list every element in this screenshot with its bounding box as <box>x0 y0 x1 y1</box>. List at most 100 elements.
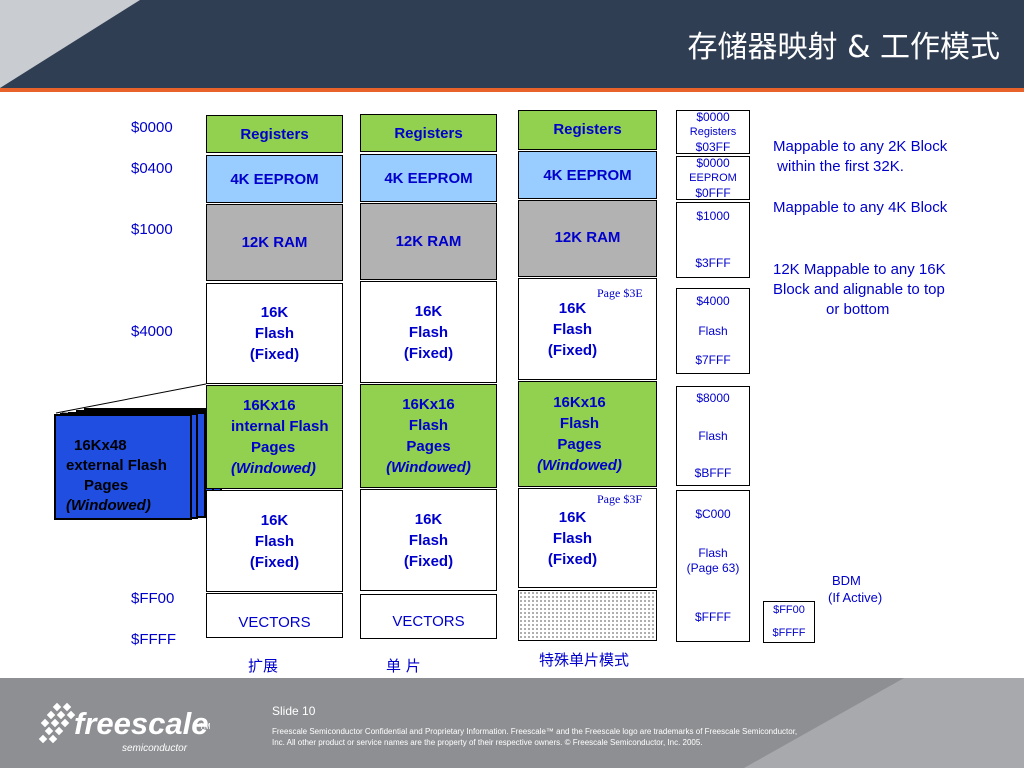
external-flash-pages: 16Kx48 external Flash Pages (Windowed) <box>54 414 192 520</box>
paged-pages: Pages <box>557 436 602 453</box>
title-accent-stripe <box>0 88 1024 92</box>
col3-eeprom: 4K EEPROM <box>518 151 657 199</box>
col3-ram: 12K RAM <box>518 200 657 277</box>
map-flash-4000-end: $7FFF <box>695 353 731 367</box>
flash-fixed: (Fixed) <box>547 550 598 568</box>
flash-fixed: (Fixed) <box>403 344 454 362</box>
flash-fixed: (Fixed) <box>249 346 300 363</box>
external-flash-windowed: (Windowed) <box>66 497 151 514</box>
map-flash-8000-label: Flash <box>698 428 728 443</box>
col2-flash-fixed-high: 16K Flash (Fixed) <box>360 489 497 591</box>
map-flash-4000-label: Flash <box>698 323 728 338</box>
map-registers-start: $0000 <box>696 109 730 124</box>
map-flash-c000-page: (Page 63) <box>686 561 740 575</box>
note-bdm-line1: BDM <box>832 573 861 588</box>
map-eeprom-label: EEPROM <box>689 171 737 184</box>
map-flash-8000-start: $8000 <box>696 391 730 405</box>
col1-registers: Registers <box>206 115 343 153</box>
col1-ram: 12K RAM <box>206 204 343 281</box>
legal-notice: Freescale Semiconductor Confidential and… <box>272 727 798 747</box>
map-flash-8000-end: $BFFF <box>694 466 732 480</box>
paged-pages: Pages <box>406 438 451 455</box>
col1-flash-fixed-high: 16K Flash (Fixed) <box>206 490 343 592</box>
map-registers-end: $03FF <box>695 139 731 154</box>
col3-paged-flash: 16Kx16 Flash Pages (Windowed) <box>518 381 657 487</box>
map-ram-start: $1000 <box>696 209 730 223</box>
paged-flash: Flash <box>559 415 600 432</box>
note-ram-line2: Block and alignable to top <box>773 281 945 298</box>
map-bdm: $FF00 $FFFF <box>763 601 815 643</box>
map-flash-4000: $4000 Flash $7FFF <box>676 288 750 374</box>
col3-flash-fixed-low: 16K Flash (Fixed) <box>518 278 657 380</box>
slide-title: 存储器映射 & 工作模式 <box>687 30 1000 65</box>
map-ram: $1000 $3FFF <box>676 202 750 278</box>
flash-size: 16K <box>260 511 289 529</box>
external-flash-label: external Flash <box>66 457 167 474</box>
paged-size: 16Kx16 <box>402 396 455 413</box>
map-flash-4000-start: $4000 <box>696 294 730 308</box>
freescale-wordmark: freescale <box>74 706 209 741</box>
flash-label: Flash <box>254 532 295 550</box>
col2-registers: Registers <box>360 114 497 152</box>
flash-fixed: (Fixed) <box>547 341 598 359</box>
col2-vectors: VECTORS <box>360 594 497 639</box>
paged-size: 16Kx16 <box>243 397 296 414</box>
paged-windowed: (Windowed) <box>386 459 471 476</box>
mode-expanded-label: 扩展 <box>248 657 279 675</box>
paged-internal-flash: internal Flash <box>231 418 329 435</box>
paged-size: 16Kx16 <box>553 394 606 411</box>
flash-fixed: (Fixed) <box>403 552 454 570</box>
note-registers-line1: Mappable to any 2K Block <box>773 138 948 155</box>
paged-pages: Pages <box>251 439 296 456</box>
col1-vectors: VECTORS <box>206 593 343 638</box>
note-eeprom: Mappable to any 4K Block <box>773 199 948 216</box>
paged-flash: Flash <box>408 417 449 434</box>
trademark-mark: TM <box>199 722 211 731</box>
page-3f-label: Page $3F <box>597 492 642 506</box>
semiconductor-wordmark: semiconductor <box>122 743 188 754</box>
map-registers: $0000 Registers $03FF <box>676 110 750 154</box>
flash-size: 16K <box>414 302 443 320</box>
address-4000: $4000 <box>131 323 173 340</box>
col1-flash-fixed-low: 16K Flash (Fixed) <box>206 283 343 384</box>
page-3e-label: Page $3E <box>597 286 643 300</box>
col2-ram: 12K RAM <box>360 203 497 280</box>
map-eeprom-end: $0FFF <box>695 185 731 200</box>
map-eeprom-start: $0000 <box>696 155 730 170</box>
map-registers-label: Registers <box>689 125 737 138</box>
paged-windowed: (Windowed) <box>231 460 316 477</box>
map-ram-end: $3FFF <box>695 256 731 270</box>
note-registers-line2: within the first 32K. <box>773 158 904 175</box>
flash-size: 16K <box>558 299 587 317</box>
col1-eeprom: 4K EEPROM <box>206 155 343 203</box>
address-ff00: $FF00 <box>131 590 175 607</box>
map-eeprom: $0000 EEPROM $0FFF <box>676 156 750 200</box>
flash-label: Flash <box>408 323 449 341</box>
col3-flash-fixed-high: 16K Flash (Fixed) <box>518 488 657 588</box>
flash-fixed: (Fixed) <box>249 553 300 571</box>
map-flash-8000: $8000 Flash $BFFF <box>676 386 750 486</box>
flash-size: 16K <box>558 508 587 526</box>
col3-bdm-area <box>518 590 657 641</box>
note-ram-line1: 12K Mappable to any 16K <box>773 261 946 278</box>
col3-registers: Registers <box>518 110 657 150</box>
col2-eeprom: 4K EEPROM <box>360 154 497 202</box>
flash-label: Flash <box>552 529 593 547</box>
map-flash-c000-end: $FFFF <box>695 610 731 624</box>
mode-special-single-chip-label: 特殊单片模式 <box>539 651 630 669</box>
col2-paged-flash: 16Kx16 Flash Pages (Windowed) <box>360 384 497 488</box>
map-bdm-end: $FFFF <box>772 627 806 639</box>
flash-label: Flash <box>254 325 295 342</box>
external-flash-size: 16Kx48 <box>74 437 127 454</box>
address-ffff: $FFFF <box>131 631 176 648</box>
external-flash-pages-label: Pages <box>84 477 129 494</box>
address-1000: $1000 <box>131 221 173 238</box>
title-bar <box>0 0 1024 88</box>
note-ram-line3: or bottom <box>826 301 890 318</box>
paged-windowed: (Windowed) <box>537 457 622 474</box>
flash-label: Flash <box>552 320 593 338</box>
col2-flash-fixed-low: 16K Flash (Fixed) <box>360 281 497 383</box>
map-flash-c000-start: $C000 <box>695 507 731 521</box>
map-flash-c000-label: Flash <box>698 546 728 560</box>
